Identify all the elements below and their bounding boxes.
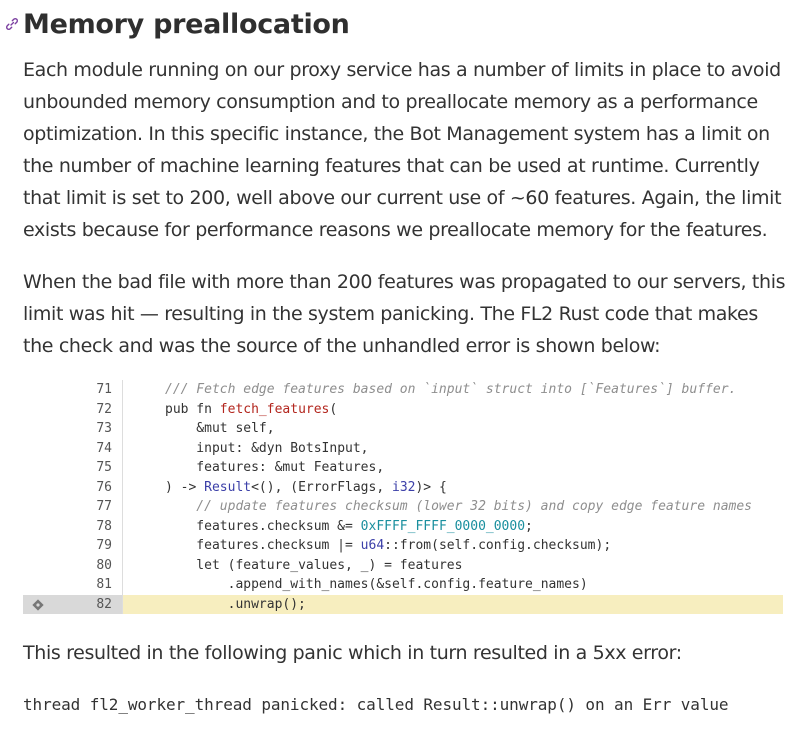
line-number: 76 [23,477,123,497]
panic-message: thread fl2_worker_thread panicked: calle… [23,695,729,714]
code-line: 71 /// Fetch edge features based on `inpu… [23,380,783,400]
code-text: /// Fetch edge features based on `input`… [123,380,783,400]
code-token: u64 [360,538,385,554]
code-text: // update features checksum (lower 32 bi… [123,497,783,517]
line-number: 79 [23,536,123,556]
code-token: )> { [415,479,447,495]
line-number: 78 [23,516,123,536]
code-text: &mut self, [123,419,783,439]
code-token: .append_with_names(& [165,577,385,593]
line-number-text: 80 [96,557,112,573]
code-token: & [165,421,205,437]
line-number-text: 77 [96,499,112,515]
code-text: input: &dyn BotsInput, [123,439,783,459]
code-token: features: & [165,460,283,476]
code-text: .unwrap(); [123,594,783,614]
code-token: ::from( [384,538,439,554]
code-token: input: & [165,440,259,456]
link-icon[interactable] [4,17,19,32]
code-token: ) -> [165,479,205,495]
code-token: mut [282,460,306,476]
code-line: 81 .append_with_names(&self.config.featu… [23,575,783,595]
code-token: 0xFFFF_FFFF_0000_0000 [360,518,526,534]
code-block: 71 /// Fetch edge features based on `inpu… [23,380,783,614]
line-number: 71 [23,380,123,400]
line-number: 75 [23,458,123,478]
code-token: Result [204,479,252,495]
line-number-text: 72 [96,401,112,417]
code-text: features.checksum &= 0xFFFF_FFFF_0000_00… [123,517,783,537]
paragraph-panic: This resulted in the following panic whi… [23,642,682,664]
code-token: , [266,421,275,437]
code-line: 76 ) -> Result<(), (ErrorFlags, i32)> { [23,477,783,498]
code-token: // update features checksum (lower 32 bi… [165,499,752,515]
code-token: ( [329,401,338,417]
line-number-text: 75 [96,460,112,476]
code-line: 73 &mut self, [23,419,783,439]
code-text: ) -> Result<(), (ErrorFlags, i32)> { [123,478,783,498]
code-token: (feature_values, _) = features [219,557,463,573]
code-token: /// Fetch edge features based on `input`… [165,382,737,398]
code-text: features.checksum |= u64::from(self.conf… [123,536,783,556]
line-number: 72 [23,399,123,419]
line-number-text: 78 [96,518,112,534]
code-line: 77 // update features checksum (lower 32… [23,497,783,517]
code-token: <(), (ErrorFlags, [251,479,392,495]
code-text: pub fn fetch_features( [123,400,783,420]
section-heading: Memory preallocation [4,6,350,42]
code-token: pub fn [165,401,220,417]
line-number-text: 82 [96,596,112,612]
code-token: i32 [392,479,416,495]
code-text: let (feature_values, _) = features [123,556,783,576]
code-token: features.checksum |= [165,538,361,554]
code-token: .unwrap(); [165,596,306,612]
line-number-text: 79 [96,538,112,554]
code-token: fetch_features [219,401,330,417]
code-line: 75 features: &mut Features, [23,458,783,478]
code-line: 78 features.checksum &= 0xFFFF_FFFF_0000… [23,516,783,537]
line-number: 74 [23,438,123,458]
line-number-text: 81 [96,577,112,593]
code-line: 72 pub fn fetch_features( [23,399,783,420]
paragraph-bad-file: When the bad file with more than 200 fea… [23,271,786,357]
code-text: features: &mut Features, [123,458,783,478]
line-number: 82 [23,594,123,614]
code-token: Features, [305,460,385,476]
code-token: features.checksum &= [165,518,361,534]
code-token: .config.checksum); [470,538,612,554]
paragraph-memory-limits: Each module running on our proxy service… [23,59,782,241]
code-text: .append_with_names(&self.config.feature_… [123,575,783,595]
line-number: 77 [23,497,123,517]
line-number-text: 73 [96,421,112,437]
code-line: 82 .unwrap(); [23,594,783,614]
code-token: mut self [204,421,267,437]
page-title: Memory preallocation [23,8,350,40]
code-token: dyn [258,440,283,456]
code-line: 79 features.checksum |= u64::from(self.c… [23,536,783,556]
code-token: self [438,538,471,554]
code-token: let [165,557,220,573]
git-commit-icon [32,598,44,611]
code-token: .config.feature_names) [415,577,588,593]
code-token: ; [525,518,533,534]
code-line: 80 let (feature_values, _) = features [23,555,783,576]
line-number: 80 [23,555,123,575]
code-token: self [384,577,416,593]
line-number-text: 76 [96,479,112,495]
line-number-text: 74 [96,440,112,456]
line-number: 73 [23,419,123,439]
line-number: 81 [23,575,123,595]
code-line: 74 input: &dyn BotsInput, [23,438,783,459]
code-token: BotsInput, [282,440,369,456]
line-number-text: 71 [96,382,112,398]
